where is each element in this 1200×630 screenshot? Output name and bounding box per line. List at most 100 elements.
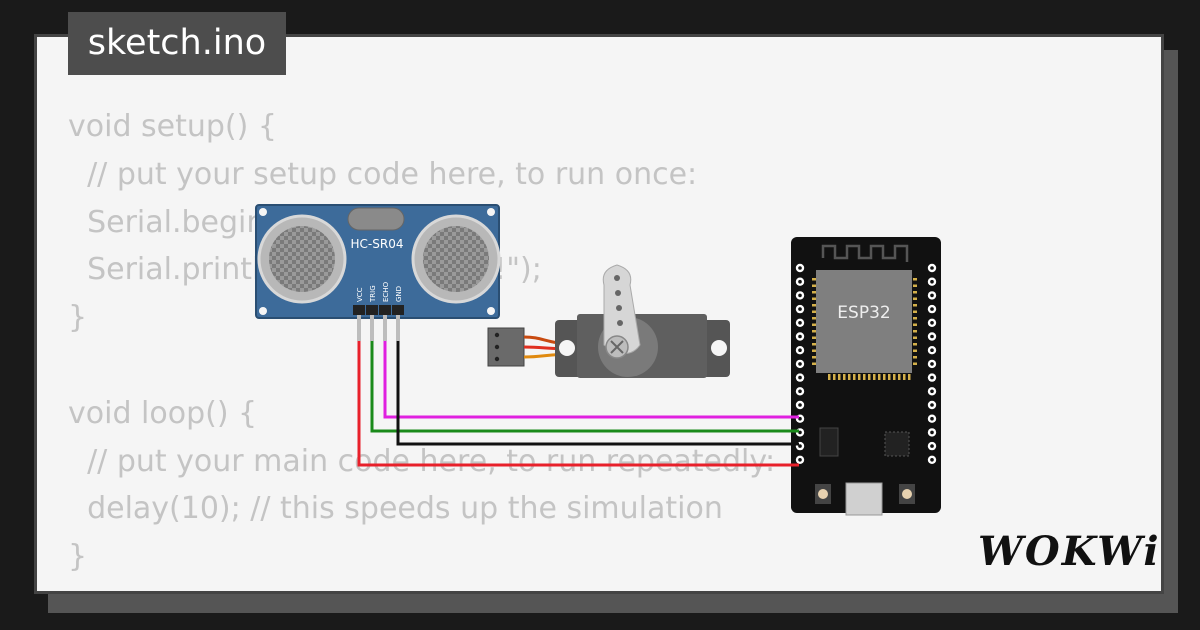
code-line: delay(10); // this speeds up the simulat… (68, 491, 723, 527)
chip-pin (913, 304, 917, 307)
chip-pin (833, 374, 836, 380)
chip-pin (812, 336, 816, 339)
chip-pin (858, 374, 861, 380)
chip-pin (853, 374, 856, 380)
board-pin-hole (798, 403, 802, 407)
chip-pin (883, 374, 886, 380)
board-pin-hole (930, 362, 934, 366)
transducer-right (411, 214, 501, 304)
chip-pin (913, 297, 917, 300)
code-line: // put your setup code here, to run once… (68, 156, 698, 192)
chip-pin (913, 362, 917, 365)
chip-pin (812, 362, 816, 365)
chip-pin (812, 291, 816, 294)
crystal-icon (347, 207, 405, 231)
wokwi-logo: WOKWi (978, 528, 1161, 575)
usb-port (845, 482, 883, 516)
en-button[interactable] (902, 489, 912, 499)
board-pin-hole (798, 375, 802, 380)
board-pin-hole (798, 458, 802, 462)
file-tab[interactable]: sketch.ino (68, 12, 286, 75)
wire-trig[interactable] (370, 341, 799, 433)
board-pin-hole (930, 307, 934, 311)
board-pin-hole (798, 348, 802, 353)
code-line: } (68, 539, 88, 575)
chip-pin (812, 356, 816, 359)
board-pin-hole (930, 444, 934, 448)
chip-pin (828, 374, 831, 380)
board-pin-hole (798, 416, 802, 421)
board-pin-hole (798, 334, 802, 339)
chip-pin (913, 336, 917, 339)
chip-pin (812, 278, 816, 281)
chip-pin (898, 374, 901, 380)
chip-pin (888, 374, 891, 380)
code-line: void setup() { (68, 109, 277, 144)
usb-uart-chip (884, 431, 910, 457)
servo-connector (487, 327, 525, 367)
boot-button[interactable] (818, 489, 828, 499)
chip-pin (863, 374, 866, 380)
chip-pin (812, 317, 816, 320)
chip-pin (913, 291, 917, 294)
wire-gnd[interactable] (396, 341, 799, 446)
board-pin-hole (930, 403, 934, 407)
chip-pin (913, 356, 917, 359)
code-editor[interactable]: void setup() { // put your setup code he… (68, 103, 775, 581)
chip-pin (913, 310, 917, 313)
sensor-label: HC-SR04 (351, 237, 404, 251)
chip-pins (812, 278, 917, 380)
board-pin-hole (798, 444, 802, 448)
servo-motor[interactable] (487, 264, 730, 378)
board-pin-hole (930, 334, 934, 339)
chip-pin (812, 343, 816, 346)
board-pin-hole (798, 321, 802, 325)
chip-label: ESP32 (837, 303, 890, 323)
chip-pin (812, 323, 816, 326)
chip-pin (913, 278, 917, 281)
chip-pin (868, 374, 871, 380)
sensor-pins (353, 305, 404, 341)
board-pin-hole (930, 458, 934, 462)
regulator (819, 427, 839, 457)
code-line: // put your main code here, to run repea… (68, 443, 776, 479)
chip-pin (812, 330, 816, 333)
hc-sr04-sensor[interactable]: HC-SR04 VCC TRIG ECHO GND (255, 204, 501, 341)
wire-vcc[interactable] (357, 341, 799, 467)
chip-pin (908, 374, 911, 380)
board-pin-hole (930, 266, 934, 270)
board-pin-hole (930, 375, 934, 380)
chip-pin (848, 374, 851, 380)
board-pin-hole (798, 389, 802, 394)
chip-pin (913, 330, 917, 333)
board-pin-hole (798, 362, 802, 366)
chip-pin (812, 310, 816, 313)
pin-label-vcc: VCC (356, 287, 364, 302)
chip-pin (812, 349, 816, 352)
chip-pin (843, 374, 846, 380)
chip-pin (903, 374, 906, 380)
transducer-left (257, 214, 347, 304)
esp32-board[interactable]: ESP32 (791, 237, 941, 516)
board-pin-hole (798, 430, 802, 435)
chip-pin (812, 284, 816, 287)
board-pin-hole (930, 293, 934, 298)
pin-label-trig: TRIG (369, 285, 377, 303)
board-pin-hole (930, 279, 934, 284)
board-pins (795, 263, 937, 464)
chip-pin (812, 304, 816, 307)
wire-echo[interactable] (383, 341, 799, 419)
code-line: void loop() { (68, 395, 258, 431)
chip-pin (838, 374, 841, 380)
board-pin-hole (798, 279, 802, 284)
pin-label-echo: ECHO (382, 281, 390, 302)
board-pin-hole (930, 321, 934, 325)
chip-pin (893, 374, 896, 380)
board-pin-hole (798, 266, 802, 270)
board-pin-hole (930, 416, 934, 421)
chip-pin (873, 374, 876, 380)
wires (357, 341, 799, 467)
chip-pin (913, 317, 917, 320)
chip-pin (913, 349, 917, 352)
